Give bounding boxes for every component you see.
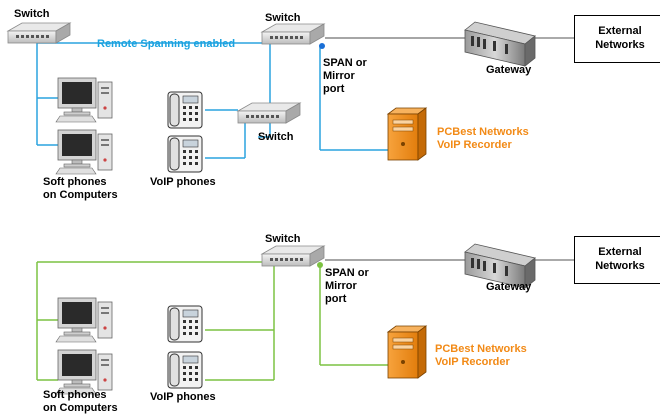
bottom-softphones-label: Soft phones on Computers (43, 389, 118, 414)
bottom-pc1-icon (55, 297, 113, 343)
bottom-phone1-icon (167, 305, 203, 343)
top-switch-left-icon (7, 22, 71, 44)
bottom-switch-main-label: Switch (265, 233, 301, 245)
top-links (36, 37, 574, 159)
top-switch-phones-icon (237, 102, 301, 124)
top-switch-phones-label: Switch (258, 131, 294, 143)
top-span-port-label: SPAN or Mirror port (323, 57, 367, 95)
top-phone2-icon (167, 135, 203, 173)
bottom-recorder-icon (387, 325, 427, 379)
top-switch-main-label: Switch (265, 12, 301, 24)
bottom-phone2-icon (167, 351, 203, 389)
bottom-switch-main-icon (261, 245, 325, 267)
top-voip-phones-label: VoIP phones (150, 176, 216, 188)
bottom-pc2-icon (55, 349, 113, 395)
top-span-port-dot (319, 43, 325, 49)
top-gateway-label: Gateway (486, 64, 532, 76)
top-gateway-icon (464, 21, 536, 67)
bottom-span-port-label: SPAN or Mirror port (325, 267, 369, 305)
top-phone1-icon (167, 91, 203, 129)
bottom-gateway-label: Gateway (486, 281, 532, 293)
bottom-voip-phones-label: VoIP phones (150, 391, 216, 403)
bottom-external-networks-box: External Networks (574, 236, 660, 284)
top-pc2-icon (55, 129, 113, 175)
bottom-span-port-dot (317, 262, 323, 268)
top-softphones-label: Soft phones on Computers (43, 176, 118, 201)
top-switch-left-label: Switch (14, 8, 50, 20)
top-switch-main-icon (261, 23, 325, 45)
top-recorder-label: PCBest Networks VoIP Recorder (437, 126, 529, 151)
top-pc1-icon (55, 77, 113, 123)
top-recorder-icon (387, 107, 427, 161)
top-external-networks-box: External Networks (574, 15, 660, 63)
remote-spanning-label: Remote Spanning enabled (97, 38, 236, 50)
bottom-recorder-label: PCBest Networks VoIP Recorder (435, 343, 527, 368)
bottom-links (36, 259, 574, 381)
